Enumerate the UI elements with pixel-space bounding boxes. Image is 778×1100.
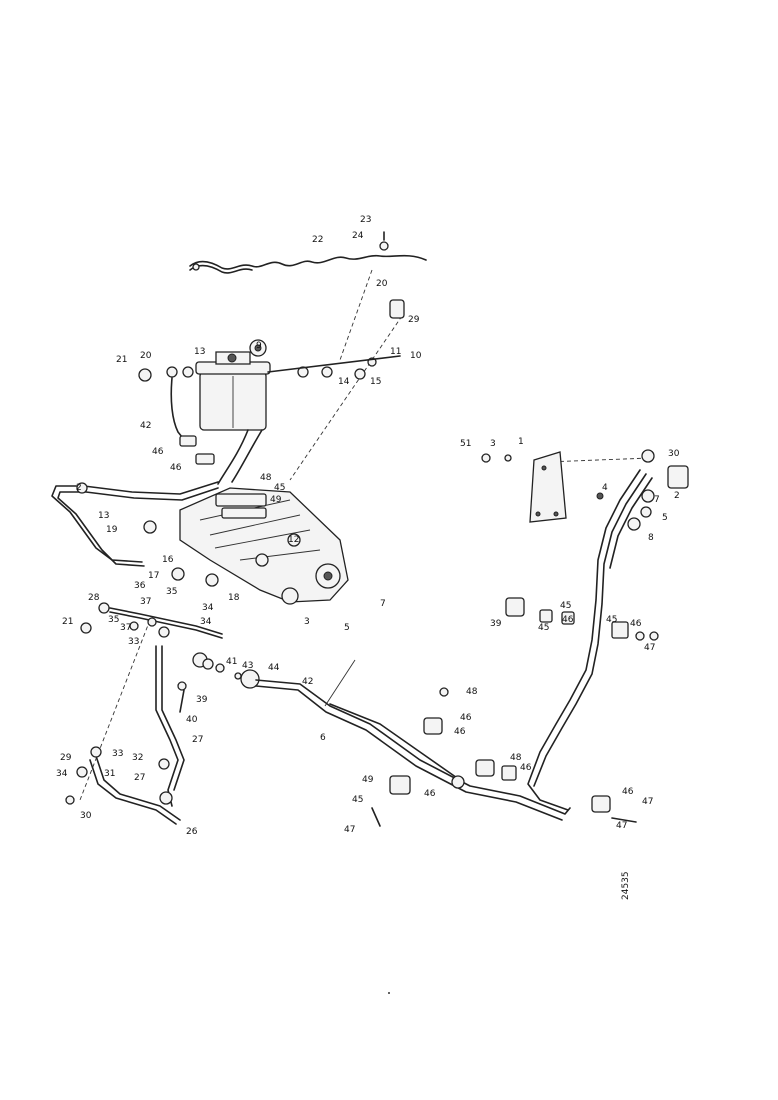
callout: 45: [606, 615, 617, 625]
mounting-bracket: [481, 451, 567, 523]
callout: 46: [630, 619, 642, 629]
callout: 15: [370, 377, 381, 387]
callout: 37: [140, 597, 151, 607]
callout: 30: [668, 449, 680, 459]
callout: 45: [560, 601, 571, 611]
callout: 21: [62, 617, 73, 627]
callout: 39: [490, 619, 502, 629]
callout: 47: [644, 643, 655, 653]
callout: 51: [460, 439, 471, 449]
callout: 8: [648, 533, 654, 543]
callout: 42: [302, 677, 313, 687]
callout: 46: [460, 713, 472, 723]
callout: 45: [274, 483, 285, 493]
fuel-filter-housing: [195, 339, 271, 431]
callout: 35: [166, 587, 177, 597]
callout: 46: [152, 447, 164, 457]
callout: 34: [56, 769, 68, 779]
callout: 33: [128, 637, 139, 647]
callout: 40: [186, 715, 198, 725]
callout: 32: [132, 753, 143, 763]
callout: 16: [162, 555, 174, 565]
drawing-reference-number: 24535: [621, 871, 631, 900]
callout: 27: [134, 773, 145, 783]
callout: 47: [344, 825, 355, 835]
callout: 29: [408, 315, 420, 325]
callout: 2: [76, 483, 82, 493]
callout: 20: [140, 351, 152, 361]
callout: 47: [642, 797, 653, 807]
callout: 14: [338, 377, 350, 387]
pipe-clips: [371, 597, 659, 827]
callout: 39: [196, 695, 208, 705]
callout: 48: [260, 473, 272, 483]
callout: 46: [562, 615, 574, 625]
callout: 45: [538, 623, 549, 633]
callout: 4: [602, 483, 608, 493]
callout: 7: [654, 495, 660, 505]
callout: 47: [616, 821, 627, 831]
callout: 35: [108, 615, 119, 625]
callout: 21: [116, 355, 127, 365]
injector-pipe-loop: [51, 481, 219, 587]
callout: 5: [344, 623, 350, 633]
callout: 6: [320, 733, 326, 743]
callout: 29: [60, 753, 72, 763]
stray-mark: [388, 992, 390, 994]
callout: 18: [228, 593, 240, 603]
callout: 17: [148, 571, 159, 581]
callout: 22: [312, 235, 323, 245]
callout: 2: [674, 491, 680, 501]
callout: 7: [380, 599, 386, 609]
feed-pipe: [202, 658, 571, 821]
callout: 24: [352, 231, 364, 241]
filter-fittings: [138, 299, 405, 485]
callout: 36: [134, 581, 146, 591]
callout: 43: [242, 661, 253, 671]
callout: 33: [112, 749, 123, 759]
tank-return-pipes: [527, 449, 689, 811]
callout: 44: [268, 663, 280, 673]
callout: 46: [424, 789, 436, 799]
callout: 30: [80, 811, 92, 821]
callout: 26: [186, 827, 198, 837]
callout: 46: [520, 763, 532, 773]
callout: 13: [98, 511, 109, 521]
callout: 46: [622, 787, 634, 797]
callout: 42: [140, 421, 151, 431]
callout: 41: [226, 657, 237, 667]
callout: 27: [192, 735, 203, 745]
callout: 10: [410, 351, 422, 361]
callout: 13: [194, 347, 205, 357]
assembly-guide-lines: [79, 269, 651, 801]
callout: 48: [466, 687, 478, 697]
callout: 48: [510, 753, 522, 763]
callout: 3: [490, 439, 496, 449]
sensor-wire: [189, 231, 427, 274]
callout: 19: [106, 525, 118, 535]
callout: 20: [376, 279, 388, 289]
callout: 49: [270, 495, 282, 505]
callout: 3: [304, 617, 310, 627]
callout: 46: [170, 463, 182, 473]
callout: 34: [202, 603, 214, 613]
callout: 1: [518, 437, 524, 447]
callout-labels: 23 24 22 20 29 21 20 13 9 11 10 14 15 42…: [56, 215, 680, 837]
callout: 9: [256, 341, 262, 351]
callout: 49: [362, 775, 374, 785]
callout: 12: [288, 535, 299, 545]
callout: 45: [352, 795, 363, 805]
callout: 28: [88, 593, 100, 603]
callout: 11: [390, 347, 401, 357]
callout: 34: [200, 617, 212, 627]
callout: 5: [662, 513, 668, 523]
callout: 23: [360, 215, 371, 225]
callout: 46: [454, 727, 466, 737]
callout: 31: [104, 769, 115, 779]
injection-pump-assembly: [179, 487, 349, 605]
callout: 37: [120, 623, 131, 633]
fuel-return-lines: [65, 602, 225, 825]
